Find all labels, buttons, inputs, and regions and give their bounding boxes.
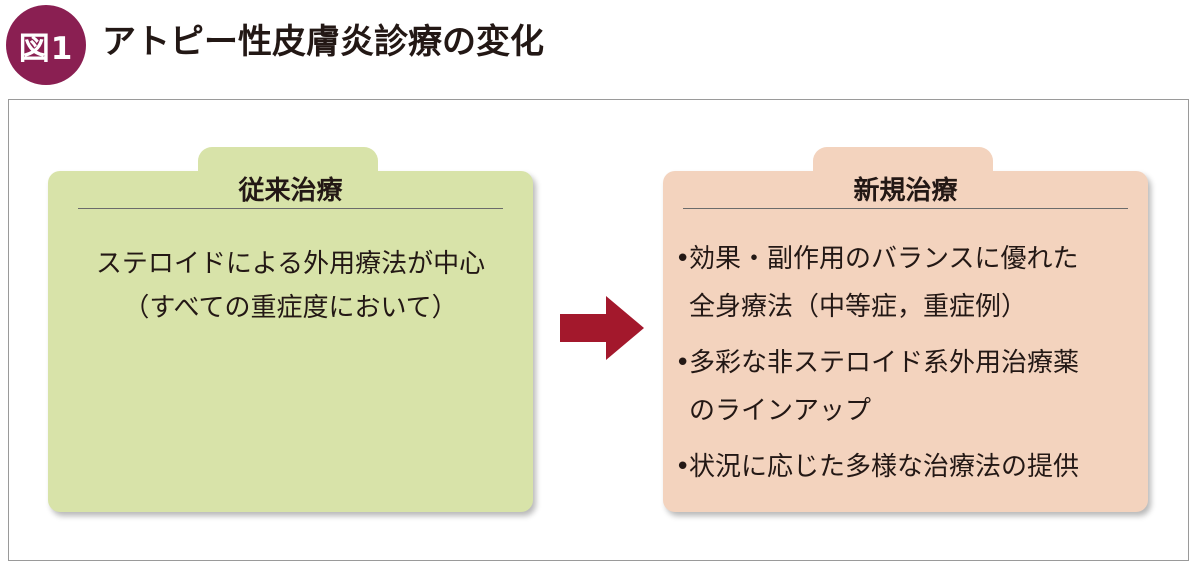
new-heading: 新規治療 [853, 176, 958, 206]
bullet-text-line: 全身療法（中等症，重症例） [689, 292, 1028, 322]
bullet-item: •多彩な非ステロイド系外用治療薬 のラインアップ [675, 339, 1145, 435]
new-heading-tab [813, 147, 993, 187]
bullet-text-line: のラインアップ [689, 396, 872, 426]
bullet-dot: • [675, 244, 691, 274]
new-divider [683, 208, 1128, 209]
bullet-dot: • [675, 348, 691, 378]
bullet-item: •効果・副作用のバランスに優れた 全身療法（中等症，重症例） [675, 235, 1145, 331]
new-treatment-box: 新規治療 •効果・副作用のバランスに優れた 全身療法（中等症，重症例） •多彩な… [663, 147, 1148, 512]
traditional-treatment-box: 従来治療 ステロイドによる外用療法が中心 （すべての重症度において） [48, 147, 533, 512]
figure-number-badge: 図1 [6, 5, 86, 85]
bullet-item: •状況に応じた多様な治療法の提供 [675, 443, 1145, 491]
right-arrow-icon [560, 296, 644, 360]
bullet-text-line: 多彩な非ステロイド系外用治療薬 [689, 348, 1080, 378]
traditional-text-line: ステロイドによる外用療法が中心 [95, 249, 486, 279]
traditional-heading-tab [198, 147, 378, 187]
traditional-text-line: （すべての重症度において） [123, 293, 458, 323]
diagram-frame [8, 99, 1189, 561]
figure-title: アトピー性皮膚炎診療の変化 [102, 22, 544, 62]
bullet-dot: • [675, 452, 691, 482]
traditional-heading: 従来治療 [238, 176, 343, 206]
traditional-divider [78, 208, 503, 209]
bullet-text-line: 状況に応じた多様な治療法の提供 [689, 452, 1080, 482]
bullet-text-line: 効果・副作用のバランスに優れた [689, 244, 1079, 274]
